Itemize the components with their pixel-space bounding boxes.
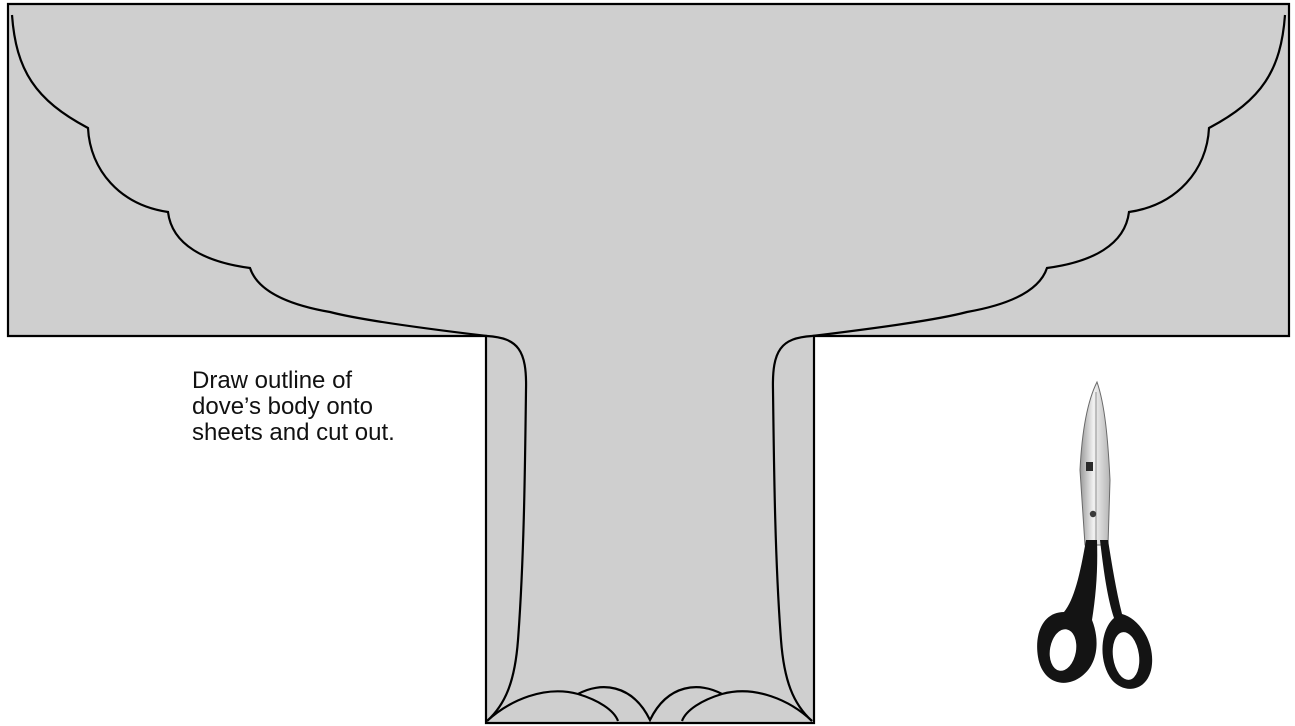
instruction-line-3: sheets and cut out. bbox=[192, 420, 472, 446]
instruction-line-1: Draw outline of bbox=[192, 368, 472, 394]
instruction-text: Draw outline of dove’s body onto sheets … bbox=[192, 368, 472, 446]
instruction-line-2: dove’s body onto bbox=[192, 394, 472, 420]
scissors-blade bbox=[1080, 382, 1110, 545]
scissors-icon bbox=[1037, 382, 1152, 689]
paper-sheet bbox=[8, 4, 1289, 723]
scissors-pivot-screw bbox=[1090, 511, 1096, 517]
scissors-brand-mark bbox=[1086, 462, 1093, 471]
